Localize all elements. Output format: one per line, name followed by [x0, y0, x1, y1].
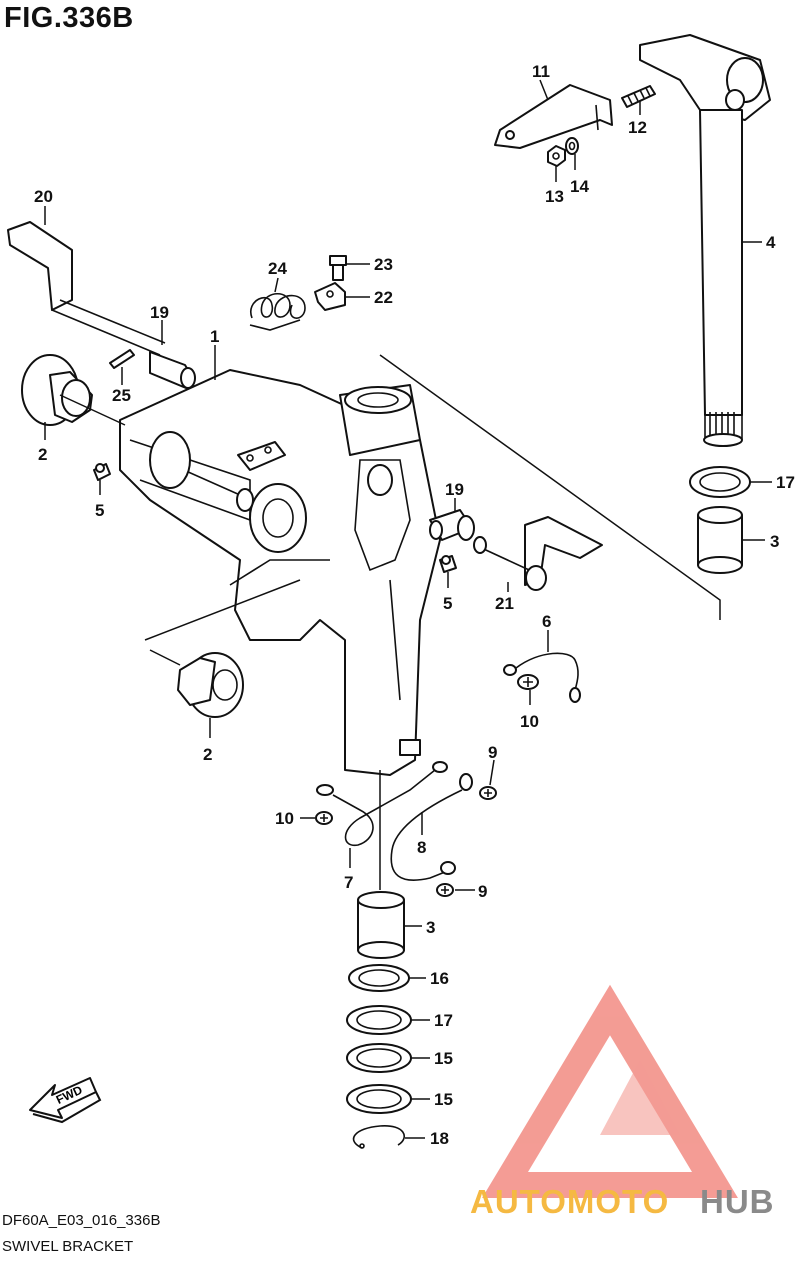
- watermark-logo: [482, 984, 738, 1198]
- svg-text:17: 17: [776, 473, 795, 492]
- ground-wire-8: [390, 773, 473, 881]
- figure-title: FIG.336B: [4, 2, 134, 34]
- svg-text:22: 22: [374, 288, 393, 307]
- washer-15-upper: [346, 1043, 412, 1073]
- washer-16: [348, 964, 410, 992]
- svg-text:10: 10: [520, 712, 539, 731]
- steering-shaft-4: [639, 34, 771, 447]
- svg-text:24: 24: [268, 259, 287, 278]
- circlip-18: [352, 1125, 405, 1149]
- washer-14: [565, 137, 579, 155]
- svg-text:16: 16: [430, 969, 449, 988]
- nut-13: [547, 145, 566, 167]
- callouts: 11 12 13 14 4 20 24 23 22 19 1 25 2: [34, 62, 795, 1148]
- svg-text:15: 15: [434, 1090, 453, 1109]
- washer-17-lower: [346, 1005, 412, 1035]
- svg-text:HUB: HUB: [700, 1183, 775, 1220]
- callout-label: 11: [532, 62, 550, 81]
- svg-text:AUTOMOTO: AUTOMOTO: [470, 1183, 669, 1220]
- svg-text:4: 4: [766, 233, 776, 252]
- svg-text:21: 21: [495, 594, 514, 613]
- bushing-2-upper: [21, 354, 93, 426]
- svg-text:19: 19: [445, 480, 464, 499]
- figure-name: SWIVEL BRACKET: [2, 1238, 134, 1255]
- bushing-2-lower: [177, 652, 244, 718]
- plate-11: [494, 84, 613, 149]
- svg-text:3: 3: [426, 918, 435, 937]
- washer-15-lower: [346, 1084, 412, 1114]
- bolt-23: [329, 255, 347, 281]
- pin-25: [109, 349, 135, 369]
- screw-9-lower: [436, 883, 454, 897]
- clip-22: [314, 282, 346, 311]
- svg-text:10: 10: [275, 809, 294, 828]
- grease-nipple-5-left: [93, 463, 111, 481]
- svg-text:2: 2: [203, 745, 212, 764]
- svg-text:8: 8: [417, 838, 426, 857]
- bushing-3-upper: [697, 506, 743, 574]
- svg-text:5: 5: [95, 501, 104, 520]
- grease-nipple-5-right: [439, 555, 457, 573]
- svg-text:14: 14: [570, 177, 589, 196]
- ground-wire-7: [316, 761, 448, 846]
- assembly-lines: [59, 354, 721, 890]
- svg-text:1: 1: [210, 327, 219, 346]
- svg-text:6: 6: [542, 612, 551, 631]
- svg-text:18: 18: [430, 1129, 449, 1148]
- svg-text:12: 12: [628, 118, 647, 137]
- pin-19-upper: [149, 351, 196, 389]
- svg-text:9: 9: [488, 743, 497, 762]
- washer-17-upper: [689, 466, 751, 498]
- fwd-arrow-icon: FWD: [29, 1077, 102, 1124]
- lever-21: [473, 516, 603, 591]
- lock-lever-20: [7, 221, 166, 356]
- svg-text:5: 5: [443, 594, 452, 613]
- svg-text:13: 13: [545, 187, 564, 206]
- svg-text:3: 3: [770, 532, 779, 551]
- screw-10-lower: [315, 811, 333, 825]
- svg-text:15: 15: [434, 1049, 453, 1068]
- svg-text:2: 2: [38, 445, 47, 464]
- figure-code: DF60A_E03_016_336B: [2, 1212, 161, 1229]
- svg-text:17: 17: [434, 1011, 453, 1030]
- bolt-12: [621, 85, 656, 108]
- screw-10-upper: [517, 674, 539, 690]
- svg-text:23: 23: [374, 255, 393, 274]
- watermark-text: AUTOMOTO HUB: [470, 1183, 775, 1220]
- svg-text:25: 25: [112, 386, 131, 405]
- swivel-bracket-1: [119, 369, 441, 776]
- svg-text:20: 20: [34, 187, 53, 206]
- svg-text:9: 9: [478, 882, 487, 901]
- spring-24: [249, 292, 306, 331]
- pin-19-right: [429, 509, 475, 541]
- svg-text:19: 19: [150, 303, 169, 322]
- screw-9-upper: [479, 786, 497, 800]
- ground-wire-6: [503, 652, 581, 703]
- bushing-3-lower: [357, 891, 405, 959]
- svg-text:7: 7: [344, 873, 353, 892]
